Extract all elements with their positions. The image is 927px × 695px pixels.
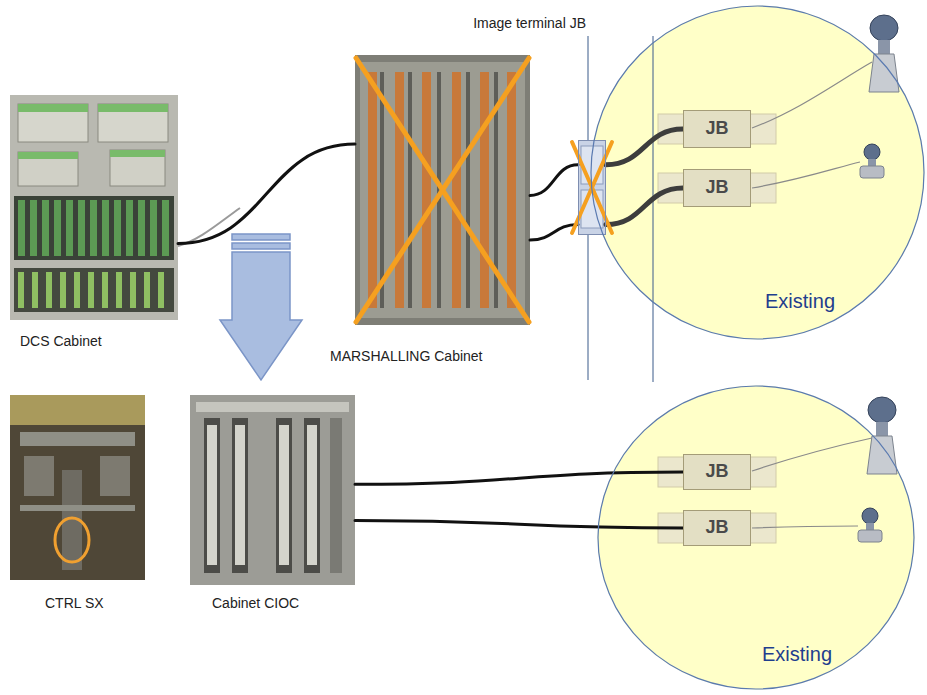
junction-box: JB xyxy=(683,169,751,207)
cable-connector xyxy=(606,188,683,225)
photo-label: DCS Cabinet xyxy=(20,333,102,349)
photo-label: Image terminal JB xyxy=(473,15,586,31)
jb-text: JB xyxy=(705,178,728,198)
photo-label: Cabinet CIOC xyxy=(212,595,299,611)
dcs-cabinet: DCS Cabinet xyxy=(10,95,178,320)
junction-box: JB xyxy=(683,510,751,546)
region-outline xyxy=(597,385,915,690)
cioc-cabinet-photo xyxy=(190,395,355,585)
region-fill xyxy=(591,6,925,340)
dcs-cabinet-photo xyxy=(10,95,240,320)
marshalling-cabinet: MARSHALLING Cabinet xyxy=(355,55,530,325)
jb-band xyxy=(658,114,776,543)
ctrl-sx: CTRL SX xyxy=(10,395,145,580)
migration-arrow xyxy=(220,234,302,380)
circle-text: Existing xyxy=(765,290,835,313)
existing-field-area: Existing JB JB xyxy=(597,385,915,690)
photo-label: MARSHALLING Cabinet xyxy=(330,348,483,364)
jb-text: JB xyxy=(705,462,728,482)
cable-connector xyxy=(355,520,683,528)
flowmeter xyxy=(860,144,884,178)
existing-field-area: Existing JB JB xyxy=(590,5,925,340)
junction-box: JB xyxy=(683,110,751,148)
field-wire xyxy=(752,62,872,528)
region-outline xyxy=(590,5,925,340)
jb-text: JB xyxy=(705,518,728,538)
cable-connector xyxy=(178,144,355,243)
flowmeter xyxy=(858,508,882,542)
junction-box: JB xyxy=(683,454,751,490)
boundary-line xyxy=(653,36,654,382)
cable-connector xyxy=(606,129,683,165)
photo-label: CTRL SX xyxy=(45,595,104,611)
cioc-cabinet: Cabinet CIOC xyxy=(190,395,355,585)
circle-text: Existing xyxy=(762,643,832,666)
region-fill xyxy=(598,386,915,690)
ctrl-sx-photo xyxy=(10,395,145,580)
removal-cross xyxy=(356,58,529,322)
jb-text: JB xyxy=(705,119,728,139)
cable-connector xyxy=(530,165,578,196)
marshalling-cabinet-photo xyxy=(355,55,530,325)
cable-connector xyxy=(355,472,683,484)
radar-level-transmitter xyxy=(867,397,897,474)
